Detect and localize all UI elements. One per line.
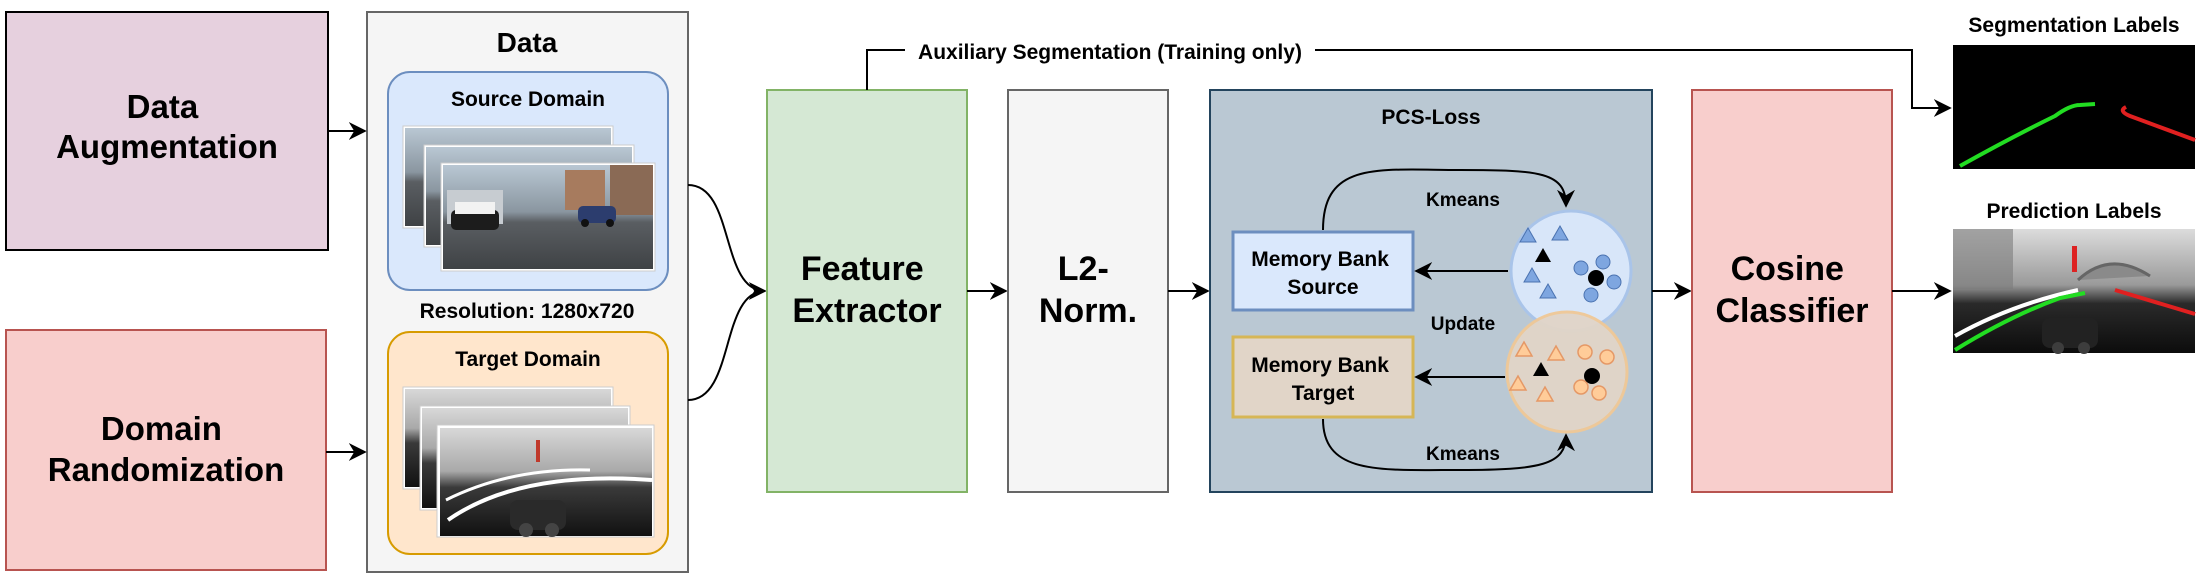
source-cluster-points bbox=[1519, 224, 1622, 303]
target-cluster bbox=[1505, 310, 1629, 434]
prediction-red-lane bbox=[2114, 288, 2196, 316]
kmeans-bottom-label: Kmeans bbox=[1426, 444, 1500, 465]
source-prototype-dot bbox=[1588, 270, 1604, 286]
data-title: Data bbox=[497, 27, 558, 58]
arrow-target-to-feature bbox=[687, 290, 766, 401]
segmentation-red-lane bbox=[2120, 105, 2196, 142]
resolution-label: Resolution: 1280x720 bbox=[420, 300, 635, 323]
prediction-robot-wheel-left bbox=[2052, 342, 2064, 354]
kmeans-top-label: Kmeans bbox=[1426, 190, 1500, 211]
prediction-arch bbox=[2076, 262, 2151, 282]
data-augmentation-box bbox=[5, 11, 329, 251]
arrow-source-to-feature bbox=[687, 184, 767, 300]
domain-randomization-label: Domain Randomization bbox=[48, 410, 285, 488]
l2-norm-box bbox=[1007, 89, 1169, 493]
target-prototype-dot bbox=[1584, 368, 1600, 384]
prediction-labels-title: Prediction Labels bbox=[1986, 200, 2161, 223]
segmentation-labels-title: Segmentation Labels bbox=[1968, 14, 2179, 37]
target-image-stack bbox=[402, 386, 655, 538]
memory-bank-source-box bbox=[1231, 230, 1415, 312]
prediction-red-pole bbox=[2072, 246, 2077, 272]
memory-bank-target-box bbox=[1231, 335, 1415, 419]
aux-segmentation-label: Auxiliary Segmentation (Training only) bbox=[918, 41, 1302, 64]
cosine-classifier-box bbox=[1691, 89, 1893, 493]
arrow-kmeans-bottom bbox=[1322, 418, 1575, 472]
feature-extractor-label: Feature Extractor bbox=[792, 250, 941, 330]
prediction-green-lane bbox=[1953, 291, 2086, 352]
segmentation-green-lane bbox=[1959, 102, 2096, 168]
prediction-robot bbox=[2042, 318, 2098, 348]
prediction-white-lane bbox=[1954, 288, 2079, 338]
arrow-kmeans-top bbox=[1322, 168, 1575, 231]
source-image-stack bbox=[402, 125, 656, 272]
prediction-robot-wheel-right bbox=[2078, 342, 2090, 354]
target-domain-label: Target Domain bbox=[455, 348, 600, 371]
memory-bank-source-label: Memory Bank Source bbox=[1251, 248, 1395, 299]
target-cluster-points bbox=[1508, 340, 1615, 402]
pcs-loss-label: PCS-Loss bbox=[1381, 106, 1480, 129]
domain-randomization-box bbox=[5, 329, 327, 571]
feature-extractor-box bbox=[766, 89, 968, 493]
target-prototype-triangle bbox=[1533, 362, 1549, 376]
source-prototype-triangle bbox=[1535, 248, 1551, 262]
prediction-sky-panel bbox=[1953, 229, 2013, 289]
cosine-classifier-label: Cosine Classifier bbox=[1715, 250, 1868, 330]
aux-label-bg bbox=[905, 36, 1315, 64]
data-augmentation-label: Data Augmentation bbox=[56, 88, 278, 165]
update-label: Update bbox=[1431, 314, 1495, 335]
memory-bank-target-label: Memory Bank Target bbox=[1251, 354, 1395, 405]
arrow-auxiliary-segmentation bbox=[866, 49, 1952, 117]
l2-norm-label: L2- Norm. bbox=[1039, 250, 1137, 330]
source-domain-label: Source Domain bbox=[451, 88, 605, 111]
